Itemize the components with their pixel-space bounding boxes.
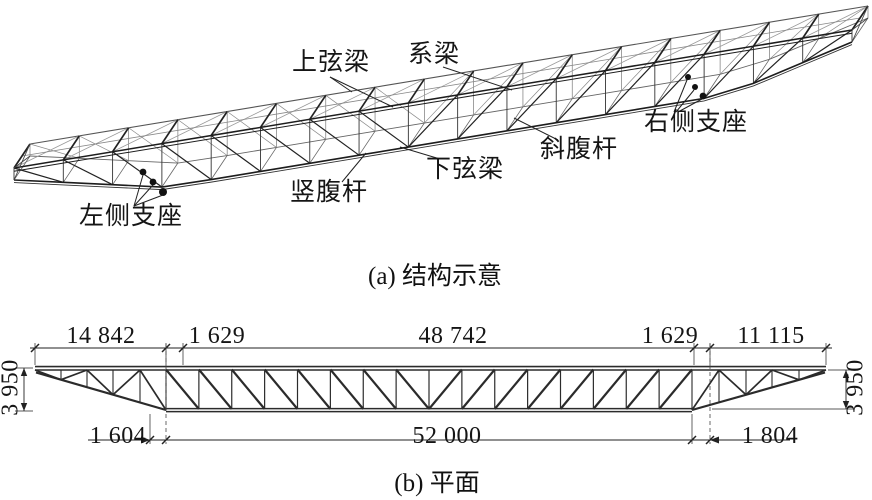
dim-top-main: 48 742 <box>418 323 488 349</box>
label-tie-beam: 系梁 <box>408 41 461 68</box>
dim-bottom-left: 1 604 <box>89 423 147 449</box>
label-top-chord-beam: 上弦梁 <box>292 49 371 76</box>
dim-bottom-right: 1 804 <box>741 423 799 449</box>
label-diagonal-web: 斜腹杆 <box>540 136 619 163</box>
dim-top-left-gap: 1 629 <box>188 323 246 349</box>
dim-top-right-overhang: 11 115 <box>737 323 805 349</box>
label-bottom-chord-beam: 下弦梁 <box>426 156 505 183</box>
label-vertical-web: 竖腹杆 <box>290 179 369 206</box>
dim-top-left-overhang: 14 842 <box>66 323 136 349</box>
label-left-support: 左侧支座 <box>79 203 184 230</box>
caption-b: (b) 平面 <box>394 470 480 497</box>
caption-a: (a) 结构示意 <box>368 263 502 290</box>
dim-bottom-span: 52 000 <box>412 423 482 449</box>
label-right-support: 右侧支座 <box>644 109 749 136</box>
dim-height-right: 3 950 <box>842 359 869 416</box>
dim-top-right-gap: 1 629 <box>641 323 699 349</box>
dim-height-left: 3 950 <box>0 359 24 416</box>
